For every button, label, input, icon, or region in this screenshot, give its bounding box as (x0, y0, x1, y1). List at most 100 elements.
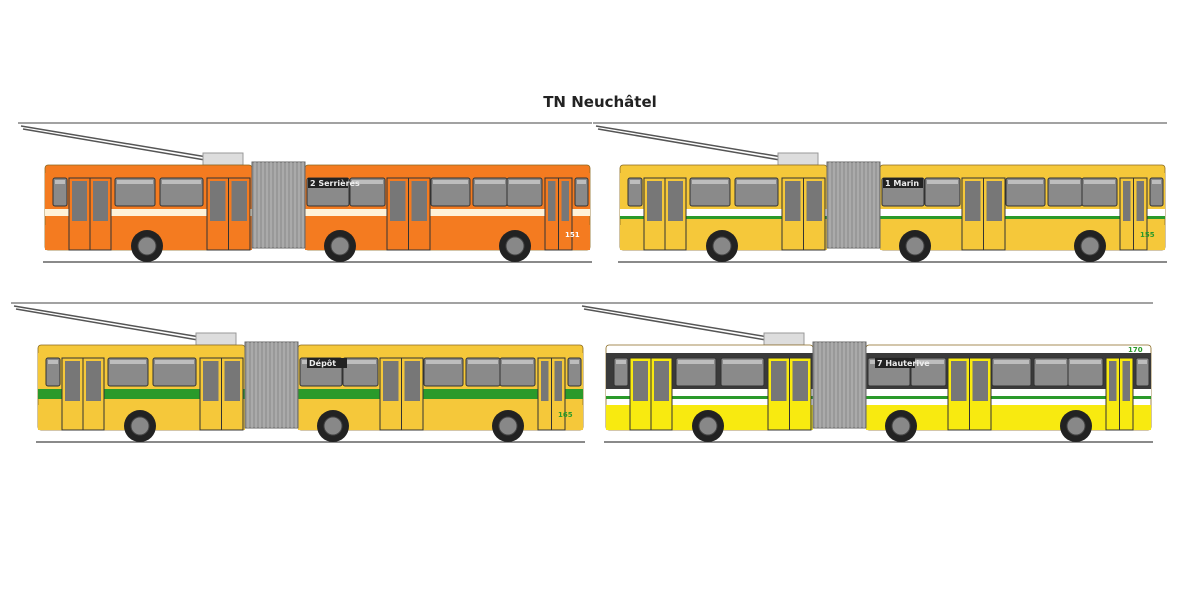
door-window (93, 181, 108, 221)
window (506, 177, 543, 207)
window-top (475, 180, 505, 184)
wheel-hub (137, 236, 157, 256)
wheel-hub (505, 236, 525, 256)
window-top (570, 360, 579, 364)
window-top (630, 180, 640, 184)
window (910, 357, 947, 387)
destination-sign (875, 358, 915, 368)
destination-sign-text: Dépôt (309, 358, 336, 368)
door-window (561, 181, 569, 221)
window (1005, 177, 1046, 207)
wheel-hub (130, 416, 150, 436)
door-window (554, 361, 562, 401)
window-top (1008, 180, 1043, 184)
roof-equipment (195, 332, 237, 346)
window-top (692, 180, 728, 184)
window-top (162, 180, 201, 184)
window-top (913, 360, 944, 364)
roof-equipment (202, 152, 244, 166)
window (349, 177, 386, 207)
window (574, 177, 589, 207)
livery-stripe-green (298, 396, 583, 399)
roof-equipment (777, 152, 819, 166)
livery-stripe-green (620, 216, 827, 219)
window-top (426, 360, 461, 364)
door-window (1109, 361, 1117, 401)
door-window (1136, 181, 1144, 221)
door-window (792, 361, 808, 401)
window-top (723, 360, 762, 364)
wheel-hub (323, 416, 343, 436)
trolley-pole (595, 125, 783, 158)
livery-stripe-green (606, 396, 813, 399)
door-window (86, 361, 101, 401)
trolley-pole (20, 125, 208, 158)
trolley-pole (583, 308, 767, 341)
wheel-hub (712, 236, 732, 256)
livery-stripe (305, 209, 590, 216)
destination-sign-text: 2 Serrières (310, 178, 360, 188)
livery-stripe (866, 389, 1151, 396)
window (924, 177, 961, 207)
window (114, 177, 156, 207)
door-window (383, 361, 399, 401)
destination-sign (308, 178, 348, 188)
trolley-pole (581, 305, 769, 338)
window-top (345, 360, 376, 364)
window (991, 357, 1032, 387)
door-window (654, 361, 669, 401)
fleet-number: 155 (1140, 231, 1155, 239)
door-window (951, 361, 967, 401)
window (45, 357, 61, 387)
window-top (48, 360, 58, 364)
window-top (155, 360, 194, 364)
fleet-number: 170 (1128, 346, 1143, 354)
destination-sign (307, 358, 347, 368)
door-window (806, 181, 822, 221)
window (613, 357, 629, 387)
fleet-number: 151 (565, 231, 580, 239)
window-top (468, 360, 498, 364)
window-top (737, 180, 776, 184)
livery-stripe-green (866, 396, 1151, 399)
window (1149, 177, 1164, 207)
door-window (65, 361, 80, 401)
door-window (1122, 361, 1130, 401)
door-window (633, 361, 648, 401)
window (152, 357, 197, 387)
trolleybus: 2 Serrières 151 (18, 122, 592, 263)
window (734, 177, 779, 207)
door-window (965, 181, 981, 221)
wheel-hub (905, 236, 925, 256)
trolley-pole (597, 128, 781, 161)
window-top (502, 360, 533, 364)
door-window (404, 361, 420, 401)
window (689, 177, 731, 207)
window (430, 177, 471, 207)
livery-stripe (298, 389, 583, 396)
wheel-hub (1080, 236, 1100, 256)
door-window (203, 361, 219, 401)
window (1067, 357, 1104, 387)
livery-stripe (620, 209, 827, 216)
wheel-hub (891, 416, 911, 436)
door-window (1123, 181, 1131, 221)
wheel-hub (330, 236, 350, 256)
wheel-hub (1066, 416, 1086, 436)
window-top (509, 180, 540, 184)
window (52, 177, 68, 207)
door-window (771, 361, 787, 401)
door-window (231, 181, 247, 221)
door-window (390, 181, 406, 221)
window-top (1050, 180, 1080, 184)
livery-stripe-green (880, 216, 1165, 219)
destination-sign (883, 178, 923, 188)
door-window (72, 181, 87, 221)
wheel-hub (498, 416, 518, 436)
door-window (647, 181, 662, 221)
trolley-pole (22, 128, 206, 161)
window-top (616, 360, 626, 364)
